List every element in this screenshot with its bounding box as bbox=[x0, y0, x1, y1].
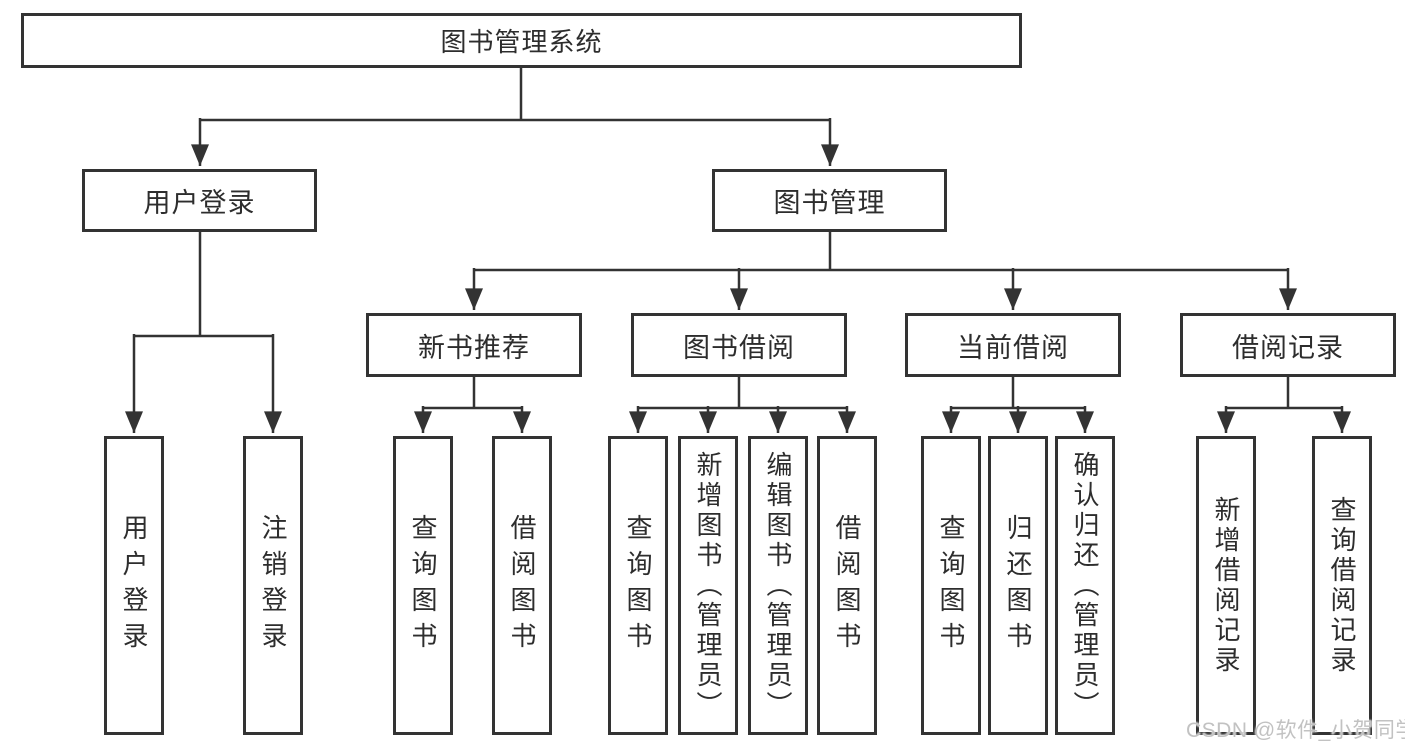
node-user-login: 用户登录 bbox=[82, 169, 317, 232]
node-book-borrowing: 图书借阅 bbox=[631, 313, 847, 377]
leaf-logout: 注销登录 bbox=[243, 436, 303, 735]
leaf-query-books-borrowing: 查询图书 bbox=[608, 436, 668, 735]
node-book-management: 图书管理 bbox=[712, 169, 947, 232]
leaf-add-borrowing-record: 新增借阅记录 bbox=[1196, 436, 1256, 735]
leaf-borrow-books-borrowing: 借阅图书 bbox=[817, 436, 877, 735]
leaf-edit-book-admin: 编辑图书（管理员） bbox=[748, 436, 808, 735]
node-current-borrowing: 当前借阅 bbox=[905, 313, 1121, 377]
node-new-book-recommendation: 新书推荐 bbox=[366, 313, 582, 377]
leaf-confirm-return-admin: 确认归还（管理员） bbox=[1055, 436, 1115, 735]
node-library-management-system: 图书管理系统 bbox=[21, 13, 1022, 68]
leaf-add-book-admin: 新增图书（管理员） bbox=[678, 436, 738, 735]
leaf-query-books-recommendation: 查询图书 bbox=[393, 436, 453, 735]
csdn-watermark: CSDN @软件_小贺同学 bbox=[1186, 719, 1405, 742]
leaf-user-login: 用户登录 bbox=[104, 436, 164, 735]
leaf-borrow-books-recommendation: 借阅图书 bbox=[492, 436, 552, 735]
leaf-query-books-current: 查询图书 bbox=[921, 436, 981, 735]
leaf-return-books: 归还图书 bbox=[988, 436, 1048, 735]
node-borrowing-records: 借阅记录 bbox=[1180, 313, 1396, 377]
leaf-query-borrowing-record: 查询借阅记录 bbox=[1312, 436, 1372, 735]
